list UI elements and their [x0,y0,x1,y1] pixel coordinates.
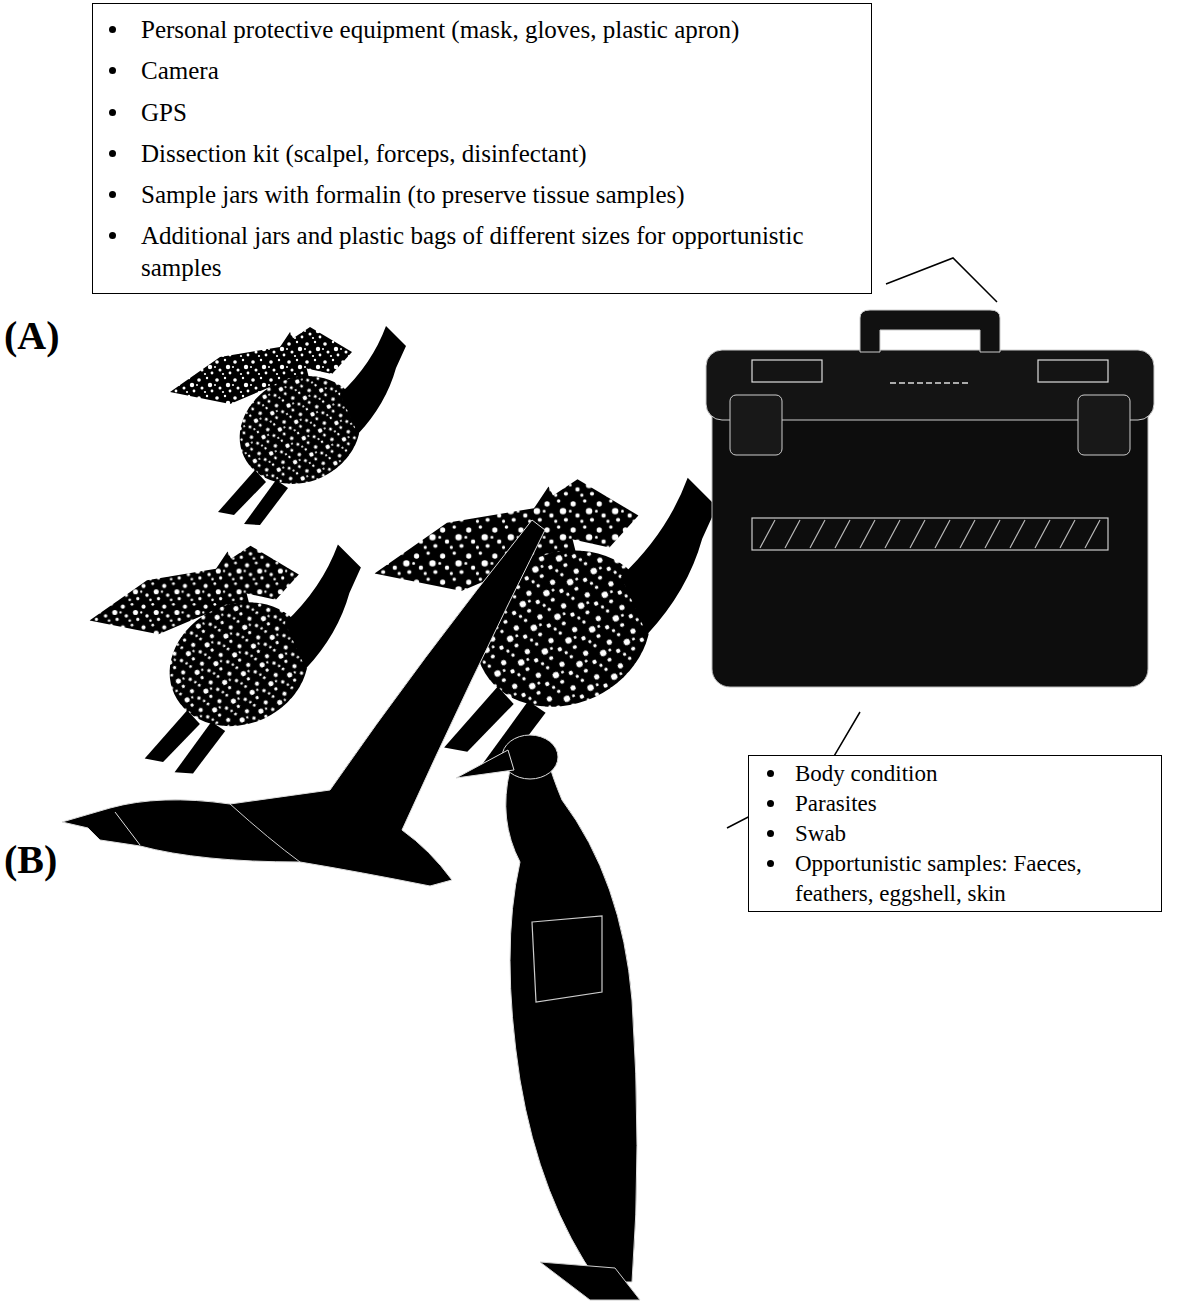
bullet-text: Parasites [795,789,877,819]
toolbox [706,310,1154,687]
bullet-text: Camera [141,55,219,86]
bullet-dot [109,232,116,239]
list-box: Personal protective equipment (mask, glo… [92,3,872,294]
bullet-text: Body condition [795,759,937,789]
bullet-item: Personal protective equipment (mask, glo… [109,14,859,45]
live-gannets [62,520,640,1300]
bullet-text: GPS [141,97,187,128]
bullet-dot [109,109,116,116]
bullet-dot [109,191,116,198]
bullet-dot [767,800,774,807]
bullet-text: Additional jars and plastic bags of diff… [141,220,859,283]
bullet-dot [767,860,774,867]
bullet-item: Body condition [767,759,1153,789]
bullet-dot [767,830,774,837]
bullet-text: Personal protective equipment (mask, glo… [141,14,739,45]
panel-label: (A) [4,314,60,358]
bullet-item: Additional jars and plastic bags of diff… [109,220,859,283]
bullet-text: Swab [795,819,846,849]
bullet-item: GPS [109,97,859,128]
leader-lines [727,258,997,828]
bullet-text: Sample jars with formalin (to preserve t… [141,179,685,210]
bullet-dot [767,770,774,777]
bullet-dot [109,67,116,74]
bullet-item: Swab [767,819,1153,849]
bullet-text: Dissection kit (scalpel, forceps, disinf… [141,138,587,169]
bullet-item: Opportunistic samples: Faeces, feathers,… [767,849,1153,909]
bullet-dot [109,26,116,33]
bullet-dot [109,150,116,157]
bullet-text: Opportunistic samples: Faeces, feathers,… [795,849,1153,909]
bullet-item: Camera [109,55,859,86]
bullet-item: Sample jars with formalin (to preserve t… [109,179,859,210]
bullet-item: Parasites [767,789,1153,819]
panel-label: (B) [4,838,57,882]
list-box: Body conditionParasitesSwabOpportunistic… [748,755,1162,912]
bullet-item: Dissection kit (scalpel, forceps, disinf… [109,138,859,169]
